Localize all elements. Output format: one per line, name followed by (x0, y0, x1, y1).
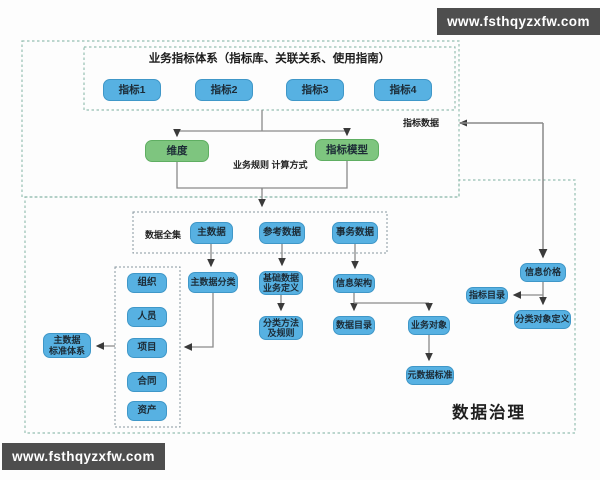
dataset-dashed-border (132, 211, 388, 254)
node-information-architecture: 信息架构 (333, 274, 375, 293)
node-indicator-model: 指标模型 (315, 139, 379, 161)
node-contract: 合同 (127, 372, 167, 392)
node-organization: 组织 (127, 273, 167, 293)
indicator-system-dashed-border (83, 46, 456, 111)
node-dimension: 维度 (145, 140, 209, 162)
dataset-label: 数据全集 (145, 230, 182, 240)
watermark-text-top: www.fsthqyzxfw.com (447, 14, 590, 29)
node-business-object: 业务对象 (408, 316, 450, 335)
business-indicator-system-title: 业务指标体系（指标库、关联关系、使用指南） (148, 53, 391, 65)
node-master-data-classification: 主数据分类 (188, 272, 238, 293)
node-information-price: 信息价格 (520, 263, 566, 282)
node-indicator-catalog: 指标目录 (466, 287, 508, 304)
node-transaction-data: 事务数据 (332, 222, 378, 244)
node-asset: 资产 (127, 401, 167, 421)
node-data-catalog: 数据目录 (333, 316, 375, 335)
node-metadata-standard: 元数据标准 (406, 366, 454, 385)
node-indicator-4: 指标4 (374, 79, 432, 101)
data-governance-label: 数据治理 (452, 404, 526, 422)
watermark-bar-top: www.fsthqyzxfw.com (437, 8, 600, 35)
node-master-data-standard-system: 主数据 标准体系 (43, 333, 91, 358)
watermark-bar-bottom: www.fsthqyzxfw.com (2, 443, 165, 470)
node-basic-data-business-definition: 基础数据 业务定义 (259, 271, 303, 295)
node-personnel: 人员 (127, 307, 167, 327)
node-project: 项目 (127, 338, 167, 358)
node-reference-data: 参考数据 (259, 222, 305, 244)
node-indicator-2: 指标2 (195, 79, 253, 101)
governance-section-dashed-border (24, 179, 576, 434)
node-master-data: 主数据 (190, 222, 233, 244)
watermark-text-bottom: www.fsthqyzxfw.com (12, 449, 155, 464)
org-column-dashed-border (114, 266, 181, 428)
node-indicator-1: 指标1 (103, 79, 161, 101)
business-rules-label: 业务规则 计算方式 (233, 160, 308, 170)
node-indicator-3: 指标3 (286, 79, 344, 101)
node-classification-method-rules: 分类方法 及规则 (259, 316, 303, 340)
node-classification-object-definition: 分类对象定义 (514, 310, 571, 329)
indicator-data-label: 指标数据 (403, 118, 440, 128)
